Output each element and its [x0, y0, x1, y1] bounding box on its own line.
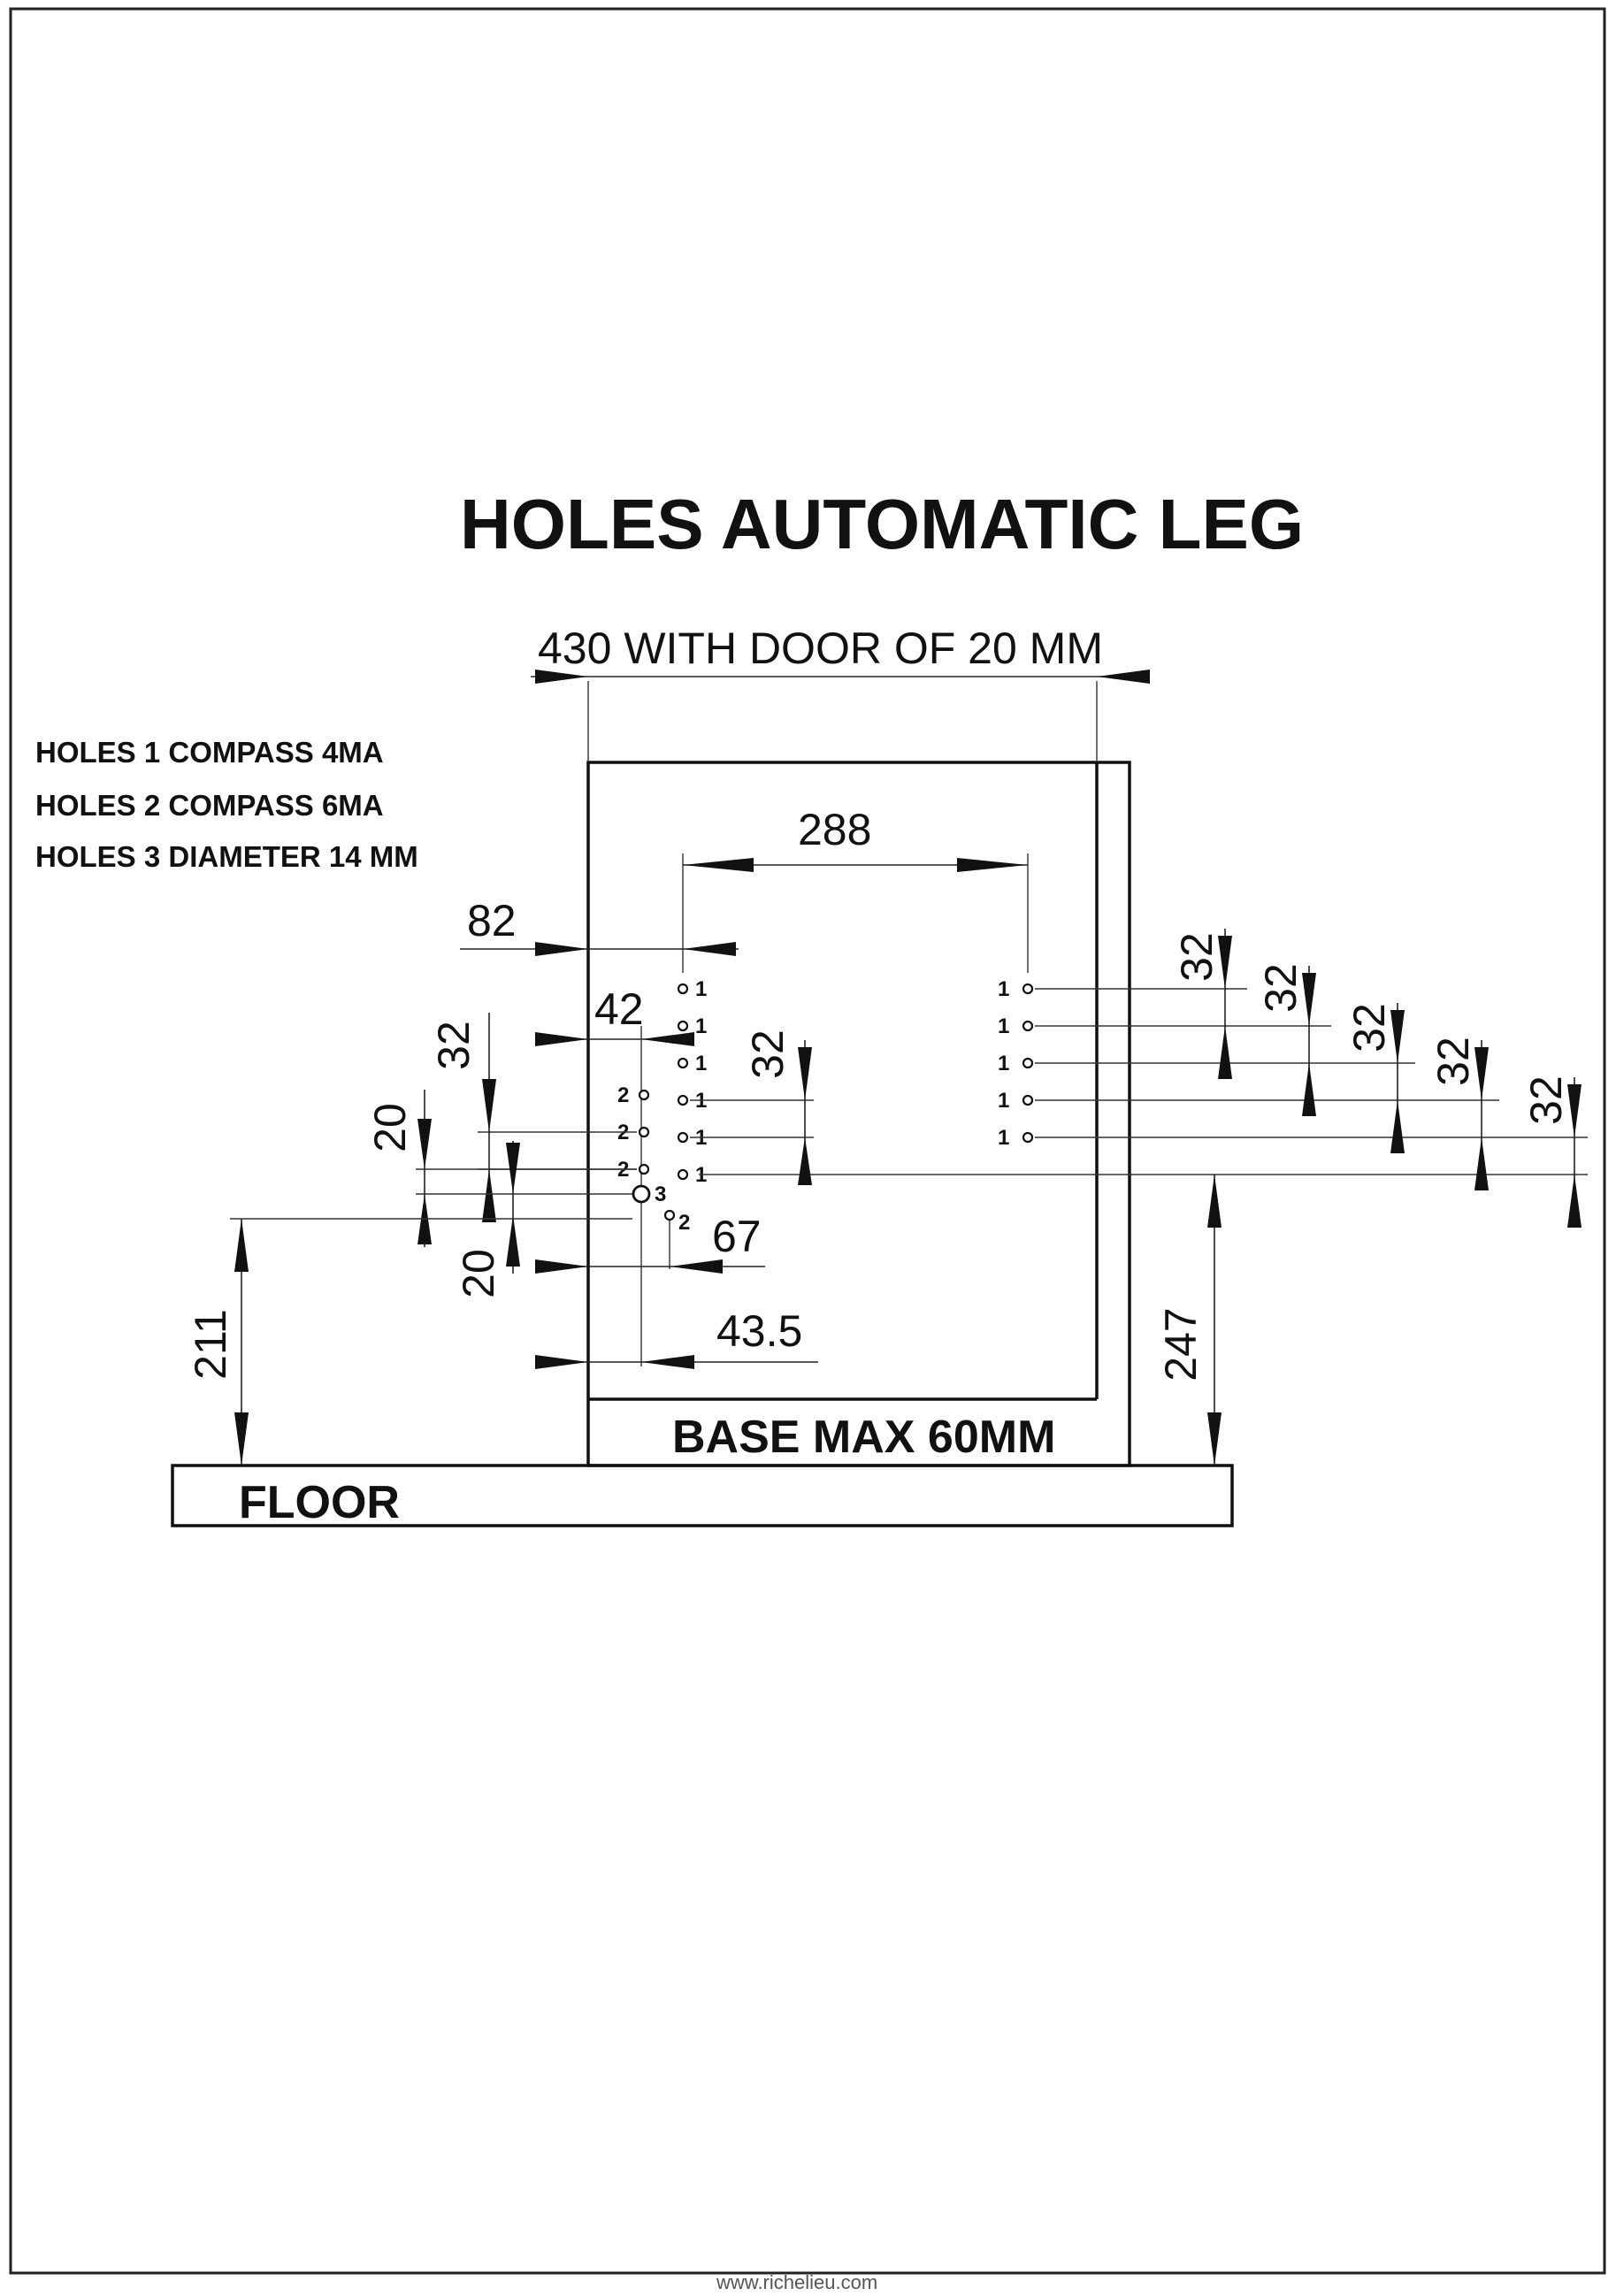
- svg-text:32: 32: [743, 1029, 793, 1079]
- svg-text:20: 20: [365, 1103, 415, 1152]
- arrow-288-right: [957, 858, 1028, 872]
- dim-211: 211: [186, 1218, 632, 1466]
- center-dim-32: 32: [690, 1029, 814, 1185]
- left-dim-20-bottom: 20: [454, 1141, 520, 1298]
- right-dim-32-3: 32: [1344, 1003, 1405, 1153]
- hole-labels-right-1: 1 1 1 1 1: [998, 977, 1009, 1150]
- sheet-border: [9, 7, 1606, 2275]
- svg-text:32: 32: [1344, 1003, 1394, 1052]
- left-dim-20-top: 20: [365, 1090, 637, 1247]
- svg-text:1: 1: [695, 977, 707, 1001]
- left-dim-32: 32: [429, 1013, 637, 1222]
- svg-text:1: 1: [695, 1052, 707, 1075]
- holes-right-column: [1022, 983, 1034, 1144]
- hole-3-label: 3: [655, 1182, 666, 1206]
- footer-url: www.richelieu.com: [716, 2271, 877, 2293]
- arrow-42-right: [641, 1032, 694, 1046]
- arrow-288-left: [683, 858, 754, 872]
- holes-2-column: [638, 1089, 676, 1221]
- arrow-42-left: [535, 1032, 588, 1046]
- svg-text:32: 32: [1172, 932, 1222, 982]
- right-dim-32-2: 32: [1256, 963, 1316, 1116]
- dim-42: 42: [594, 984, 644, 1034]
- legend-holes-1: HOLES 1 COMPASS 4MA: [35, 736, 384, 769]
- svg-text:1: 1: [998, 977, 1009, 1001]
- svg-text:1: 1: [998, 1089, 1009, 1113]
- legend-holes-3: HOLES 3 DIAMETER 14 MM: [35, 840, 418, 873]
- floor-label: FLOOR: [239, 1477, 400, 1528]
- arrow-overall-left: [535, 670, 588, 684]
- hole-labels-2: 2 2 2 2: [617, 1083, 690, 1235]
- svg-text:1: 1: [998, 1052, 1009, 1075]
- drawing-title: HOLES AUTOMATIC LEG: [460, 485, 1304, 563]
- dim-43-5: 43.5: [535, 1306, 818, 1369]
- dim-67: 67: [535, 1212, 765, 1274]
- hole-3: [632, 1184, 651, 1204]
- svg-text:32: 32: [1521, 1075, 1571, 1125]
- right-dim-32-5: 32: [1521, 1075, 1582, 1228]
- svg-text:20: 20: [454, 1249, 503, 1298]
- svg-text:32: 32: [1428, 1037, 1478, 1086]
- legend-holes-2: HOLES 2 COMPASS 6MA: [35, 789, 384, 822]
- arrow-overall-right: [1097, 670, 1150, 684]
- right-dim-32-1: 32: [1172, 929, 1232, 1079]
- svg-text:211: 211: [186, 1309, 235, 1380]
- svg-text:43.5: 43.5: [716, 1306, 802, 1356]
- floor-block: [171, 1464, 1234, 1527]
- hole-labels-left-1: 1 1 1 1 1 1: [695, 977, 707, 1187]
- svg-text:1: 1: [998, 1126, 1009, 1150]
- base-label: BASE MAX 60MM: [672, 1412, 1055, 1463]
- arrow-82-right: [683, 942, 736, 956]
- svg-text:32: 32: [1256, 963, 1306, 1013]
- dim-overall-width: 430 WITH DOOR OF 20 MM: [538, 624, 1103, 673]
- svg-text:247: 247: [1156, 1307, 1206, 1381]
- dim-247: 247: [1156, 1175, 1222, 1466]
- holes-left-column: [677, 983, 689, 1181]
- right-dim-32-4: 32: [1428, 1037, 1489, 1190]
- svg-text:1: 1: [695, 1014, 707, 1038]
- svg-text:2: 2: [678, 1211, 690, 1235]
- svg-text:67: 67: [712, 1212, 762, 1261]
- arrow-82-left: [535, 942, 588, 956]
- dim-82: 82: [467, 896, 517, 945]
- svg-text:1: 1: [998, 1014, 1009, 1038]
- dim-288: 288: [798, 805, 871, 854]
- svg-text:32: 32: [429, 1021, 479, 1070]
- svg-text:2: 2: [617, 1083, 629, 1107]
